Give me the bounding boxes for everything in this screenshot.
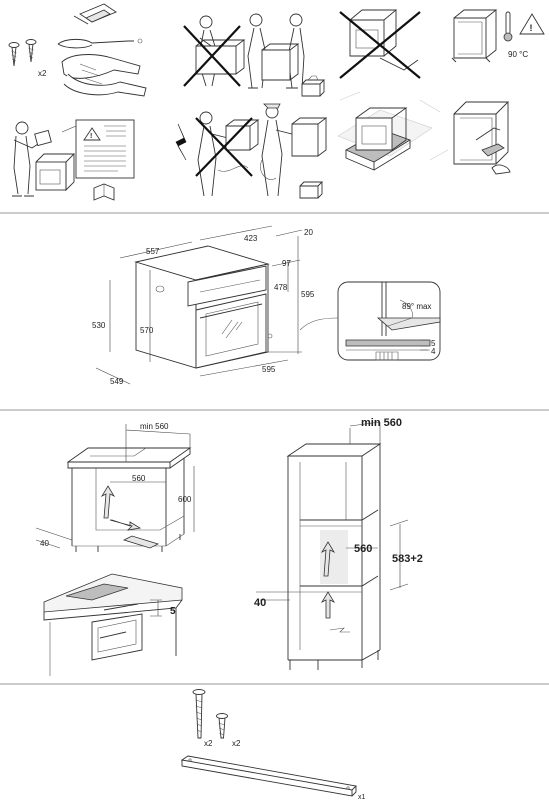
dim-top-depth: 423 [244,234,258,243]
manual-page-icon: ! [61,119,135,179]
uc-gap: 5 [170,606,176,617]
under-counter-dims [35,424,195,549]
long-screw-count: x2 [204,739,213,748]
svg-text:!: ! [90,133,92,140]
col-min-width: min 560 [361,417,402,429]
protective-packaging-icon [73,3,117,25]
warning-triangle-icon: ! [519,13,545,35]
oven-on-platform-icon [337,91,449,171]
section-oven-dimensions: 557 423 20 97 478 595 530 570 549 595 89… [92,225,441,386]
oven-body [134,245,273,369]
cabinet-tools-icon [453,101,511,175]
single-person-lift-forbidden-icon [183,15,246,87]
section-mounting-hardware: x2 x2 x1 [180,689,366,800]
dim-mid-height: 478 [274,283,288,292]
uc-inner-width: 560 [132,474,146,483]
thermometer-icon [503,11,513,42]
col-depth: 40 [254,597,266,609]
screw-count-label: x2 [38,69,47,78]
plugged-installation-forbidden-icon [195,111,260,197]
door-hinge-detail [299,281,441,361]
dim-full-height: 595 [301,290,315,299]
column-dims [256,421,409,601]
long-screw-icon [192,689,206,739]
section-niche-dimensions: min 560 560 600 40 5 [35,417,423,676]
detail-gap-b: 4 [431,347,436,356]
manual-book-icon [93,183,115,201]
screwdriver-icon [57,38,143,49]
lightning-bolt-icon [175,123,187,161]
protective-gloves-icon [61,54,147,97]
cooktop-oven-section [43,573,183,676]
person-reading-manual-icon [12,121,52,197]
toolbox-icon [301,75,326,97]
screw-pair-icon: x2 [8,39,47,78]
section-accessories-handling: x2 [8,3,545,201]
svg-text:!: ! [530,23,533,33]
detail-gap-a: 5 [431,339,436,348]
rail-count: x1 [358,794,366,800]
uc-depth: 40 [40,539,49,548]
temperature-label: 90 °C [508,50,528,59]
tall-column-cabinet [286,443,382,670]
dim-upper-gap: 97 [282,259,291,268]
uc-min-width: min 560 [140,422,169,431]
mounting-rail-icon [180,755,357,797]
electrician-installing-icon [260,103,328,197]
oven-dimension-lines [95,225,303,385]
detail-angle-label: 89° max [402,302,431,311]
cabinet-heat-resistant-icon [451,9,498,63]
dim-bottom-depth: 549 [110,377,124,386]
dim-top-right: 20 [304,228,313,237]
oven-small-icon [35,153,76,192]
short-screw-count: x2 [232,739,241,748]
toolbox-icon-2 [299,181,324,199]
short-screw-icon [216,713,228,739]
dim-bottom-width: 595 [262,365,276,374]
col-inner-width: 560 [354,543,372,555]
dim-top-width: 557 [146,247,160,256]
two-person-lift-icon [247,13,305,89]
dim-inner-height: 570 [140,326,154,335]
dim-left-height: 530 [92,321,106,330]
lift-by-door-forbidden-icon [339,9,421,79]
uc-height: 600 [178,495,192,504]
under-counter-cabinet [66,447,192,552]
col-height: 583+2 [392,553,423,565]
